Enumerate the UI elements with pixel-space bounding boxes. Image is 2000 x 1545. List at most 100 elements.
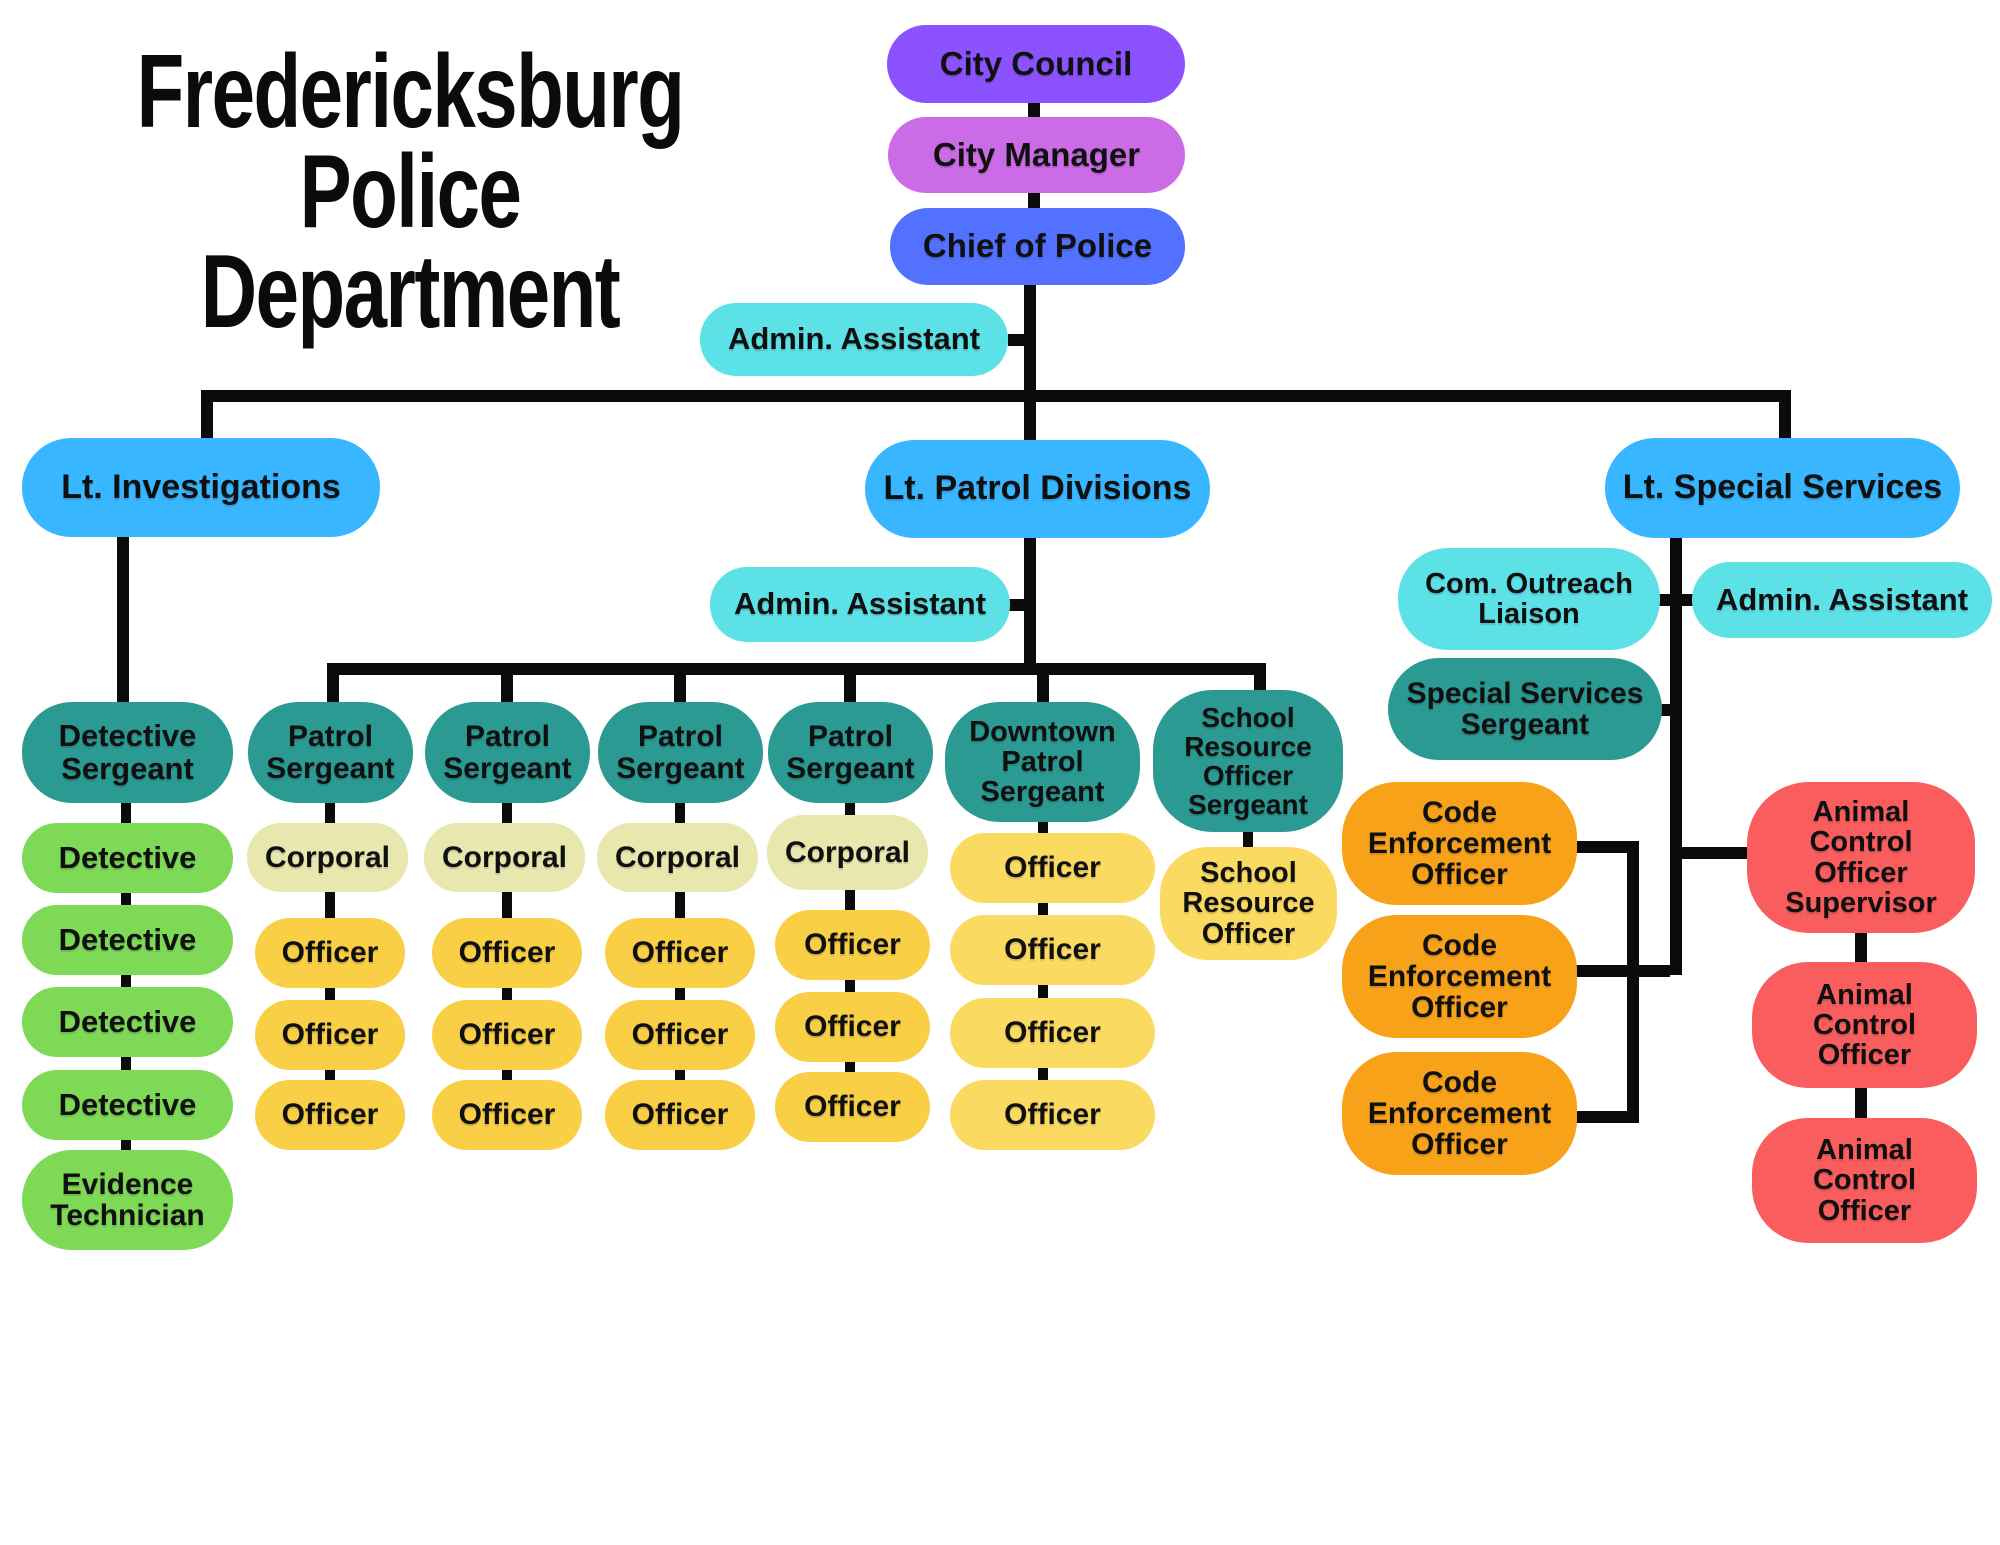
node-officer-2b: Officer (432, 1000, 582, 1070)
node-label-line: Officer (1817, 1194, 1912, 1227)
node-label-line: Sergeant (786, 751, 915, 785)
node-officer-1c: Officer (255, 1080, 405, 1150)
node-label-line: Animal (1816, 1134, 1913, 1167)
node-label-line: Corporal (264, 840, 390, 874)
node-admin-assistant-patrol: Admin. Assistant (710, 567, 1010, 642)
node-label-line: Enforcement (1367, 1096, 1552, 1130)
node-label-line: Officer (1817, 1039, 1912, 1072)
connector-line (121, 972, 131, 990)
node-officer-4c: Officer (775, 1072, 930, 1142)
connector-line (117, 530, 129, 705)
connector-line (121, 1137, 131, 1153)
node-label-line: Corporal (441, 840, 567, 874)
node-label-line: Patrol (637, 720, 724, 754)
node-label-line: Corporal (784, 835, 910, 869)
node-label-line: Resource (1182, 887, 1315, 920)
node-label-line: Com. Outreach (1425, 567, 1633, 600)
node-officer-3b: Officer (605, 1000, 755, 1070)
node-label-line: Enforcement (1367, 826, 1552, 860)
node-lt-special-services: Lt. Special Services (1605, 438, 1960, 538)
node-label-line: Supervisor (1785, 886, 1937, 919)
node-label-line: Detective (58, 839, 197, 875)
node-label-line: Officer (1004, 1016, 1101, 1050)
node-lt-investigations: Lt. Investigations (22, 438, 380, 537)
connector-line (845, 800, 855, 818)
connector-line (1682, 594, 1694, 606)
node-officer-downtown-b: Officer (950, 915, 1155, 985)
node-label-line: Officer (631, 1098, 729, 1132)
connector-line (845, 1059, 855, 1075)
connector-line (502, 800, 512, 826)
node-detective-1: Detective (22, 823, 233, 893)
connector-line (501, 663, 513, 703)
node-label-line: Code (1422, 1065, 1497, 1099)
connector-line (325, 889, 335, 921)
title-line-3: Department (200, 234, 621, 350)
node-label-line: Officer (281, 1098, 379, 1132)
connector-line (201, 390, 213, 440)
node-label-line: Officer (1814, 856, 1908, 889)
node-label-line: Chief of Police (922, 227, 1153, 265)
connector-line (844, 663, 856, 703)
connector-line (1028, 192, 1040, 210)
connector-line (327, 663, 1266, 675)
node-label-line: Sergeant (616, 751, 745, 785)
node-detective-4: Detective (22, 1070, 233, 1140)
node-label-line: Officer (458, 936, 556, 970)
node-officer-1a: Officer (255, 918, 405, 988)
node-label-line: Liaison (1478, 598, 1580, 630)
node-label-line: Animal (1816, 978, 1913, 1011)
connector-line (325, 985, 335, 1003)
node-label-line: Detective (58, 921, 197, 957)
connector-line (675, 889, 685, 921)
node-label-line: Admin. Assistant (727, 321, 981, 357)
node-corporal-4: Corporal (767, 815, 928, 890)
node-label-line: Officer (1411, 1128, 1508, 1162)
node-detective-3: Detective (22, 987, 233, 1057)
node-officer-4a: Officer (775, 910, 930, 980)
node-label-line: Enforcement (1367, 959, 1552, 993)
node-admin-assistant-special: Admin. Assistant (1692, 562, 1992, 638)
node-label-line: Officer (631, 936, 729, 970)
node-label-line: Lt. Patrol Divisions (883, 469, 1192, 508)
connector-line (502, 1067, 512, 1083)
node-officer-downtown-c: Officer (950, 998, 1155, 1068)
connector-line (1038, 900, 1048, 918)
node-city-council: City Council (887, 25, 1185, 103)
connector-line (675, 985, 685, 1003)
node-label-line: Control (1812, 1008, 1917, 1041)
connector-line (1038, 1065, 1048, 1083)
connector-line (1028, 103, 1040, 119)
node-label-line: Detective (58, 1003, 197, 1039)
title-line-2: Police (299, 134, 522, 250)
connector-line (674, 663, 686, 703)
node-label-line: Sergeant (61, 750, 194, 786)
connector-line (675, 1067, 685, 1083)
node-label-line: Officer (1004, 933, 1101, 967)
node-label-line: Patrol (287, 720, 374, 754)
node-label-line: Control (1809, 826, 1913, 859)
node-city-manager: City Manager (888, 117, 1185, 193)
node-label-line: Detective (58, 1086, 197, 1122)
connector-line (327, 663, 339, 703)
node-corporal-2: Corporal (424, 823, 585, 892)
connector-line (1037, 663, 1049, 703)
node-label-line: Officer (1411, 991, 1508, 1025)
connector-line (1006, 599, 1026, 611)
node-label-line: Admin. Assistant (1715, 581, 1969, 617)
node-label-line: Officer (804, 1090, 901, 1124)
connector-line (1024, 285, 1036, 443)
connector-line (845, 977, 855, 995)
node-label-line: Officer (1411, 858, 1508, 892)
node-label-line: Officer (281, 1018, 379, 1052)
node-corporal-1: Corporal (247, 823, 408, 892)
